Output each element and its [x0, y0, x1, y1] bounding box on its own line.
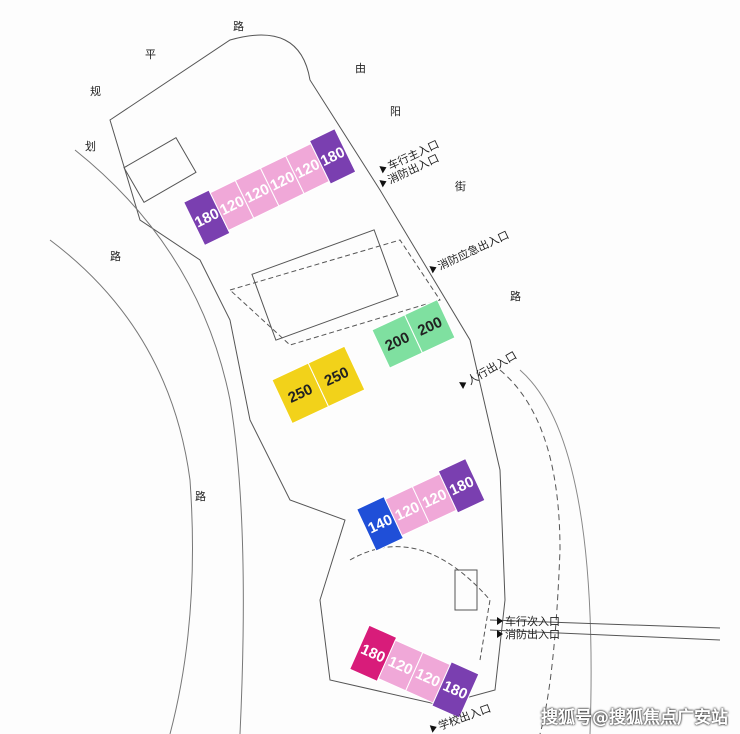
road-name-char: 路 [510, 290, 521, 303]
watermark: 搜狐号@搜狐焦点广安站 [541, 708, 728, 728]
road-name-char: 由 [355, 61, 366, 75]
road-name-char: 路 [110, 250, 121, 263]
entrance-pedestrian: 人行出入口 [459, 348, 520, 389]
unit-block [403, 298, 456, 354]
unit-block [308, 127, 357, 185]
entrance-arrow-icon [459, 382, 467, 389]
unit-block [431, 661, 480, 719]
road-name-char: 阳 [390, 105, 401, 118]
entrance-arrow-icon [429, 725, 437, 733]
entrance-arrow-icon [429, 266, 437, 274]
unit-block [437, 457, 486, 514]
entrance-secondary-vehicle: 车行次入口 [497, 614, 560, 628]
entrance-label: 消防应急出入口 [435, 227, 511, 272]
entrance-arrow-icon [379, 166, 387, 174]
entrance-label: 消防出入口 [505, 627, 560, 641]
entrance-fire-2: 消防出入口 [497, 627, 560, 641]
road-name-char: 平 [145, 48, 156, 61]
entrance-label: 人行出入口 [465, 348, 520, 388]
road-name-char: 规 [90, 84, 101, 98]
entrance-arrow-icon [497, 617, 503, 625]
entrance-arrow-icon [379, 180, 387, 188]
road-name-char: 街 [455, 179, 466, 193]
entrance-label: 车行次入口 [505, 614, 560, 628]
site-boundary [49, 34, 721, 734]
entrance-fire-emergency: 消防应急出入口 [429, 227, 511, 274]
road-name-char: 路 [233, 20, 244, 33]
road-name-char: 划 [85, 140, 96, 153]
entrance-arrow-icon [497, 630, 503, 638]
road-name-char: 路 [195, 490, 206, 503]
unit-block [307, 345, 366, 408]
